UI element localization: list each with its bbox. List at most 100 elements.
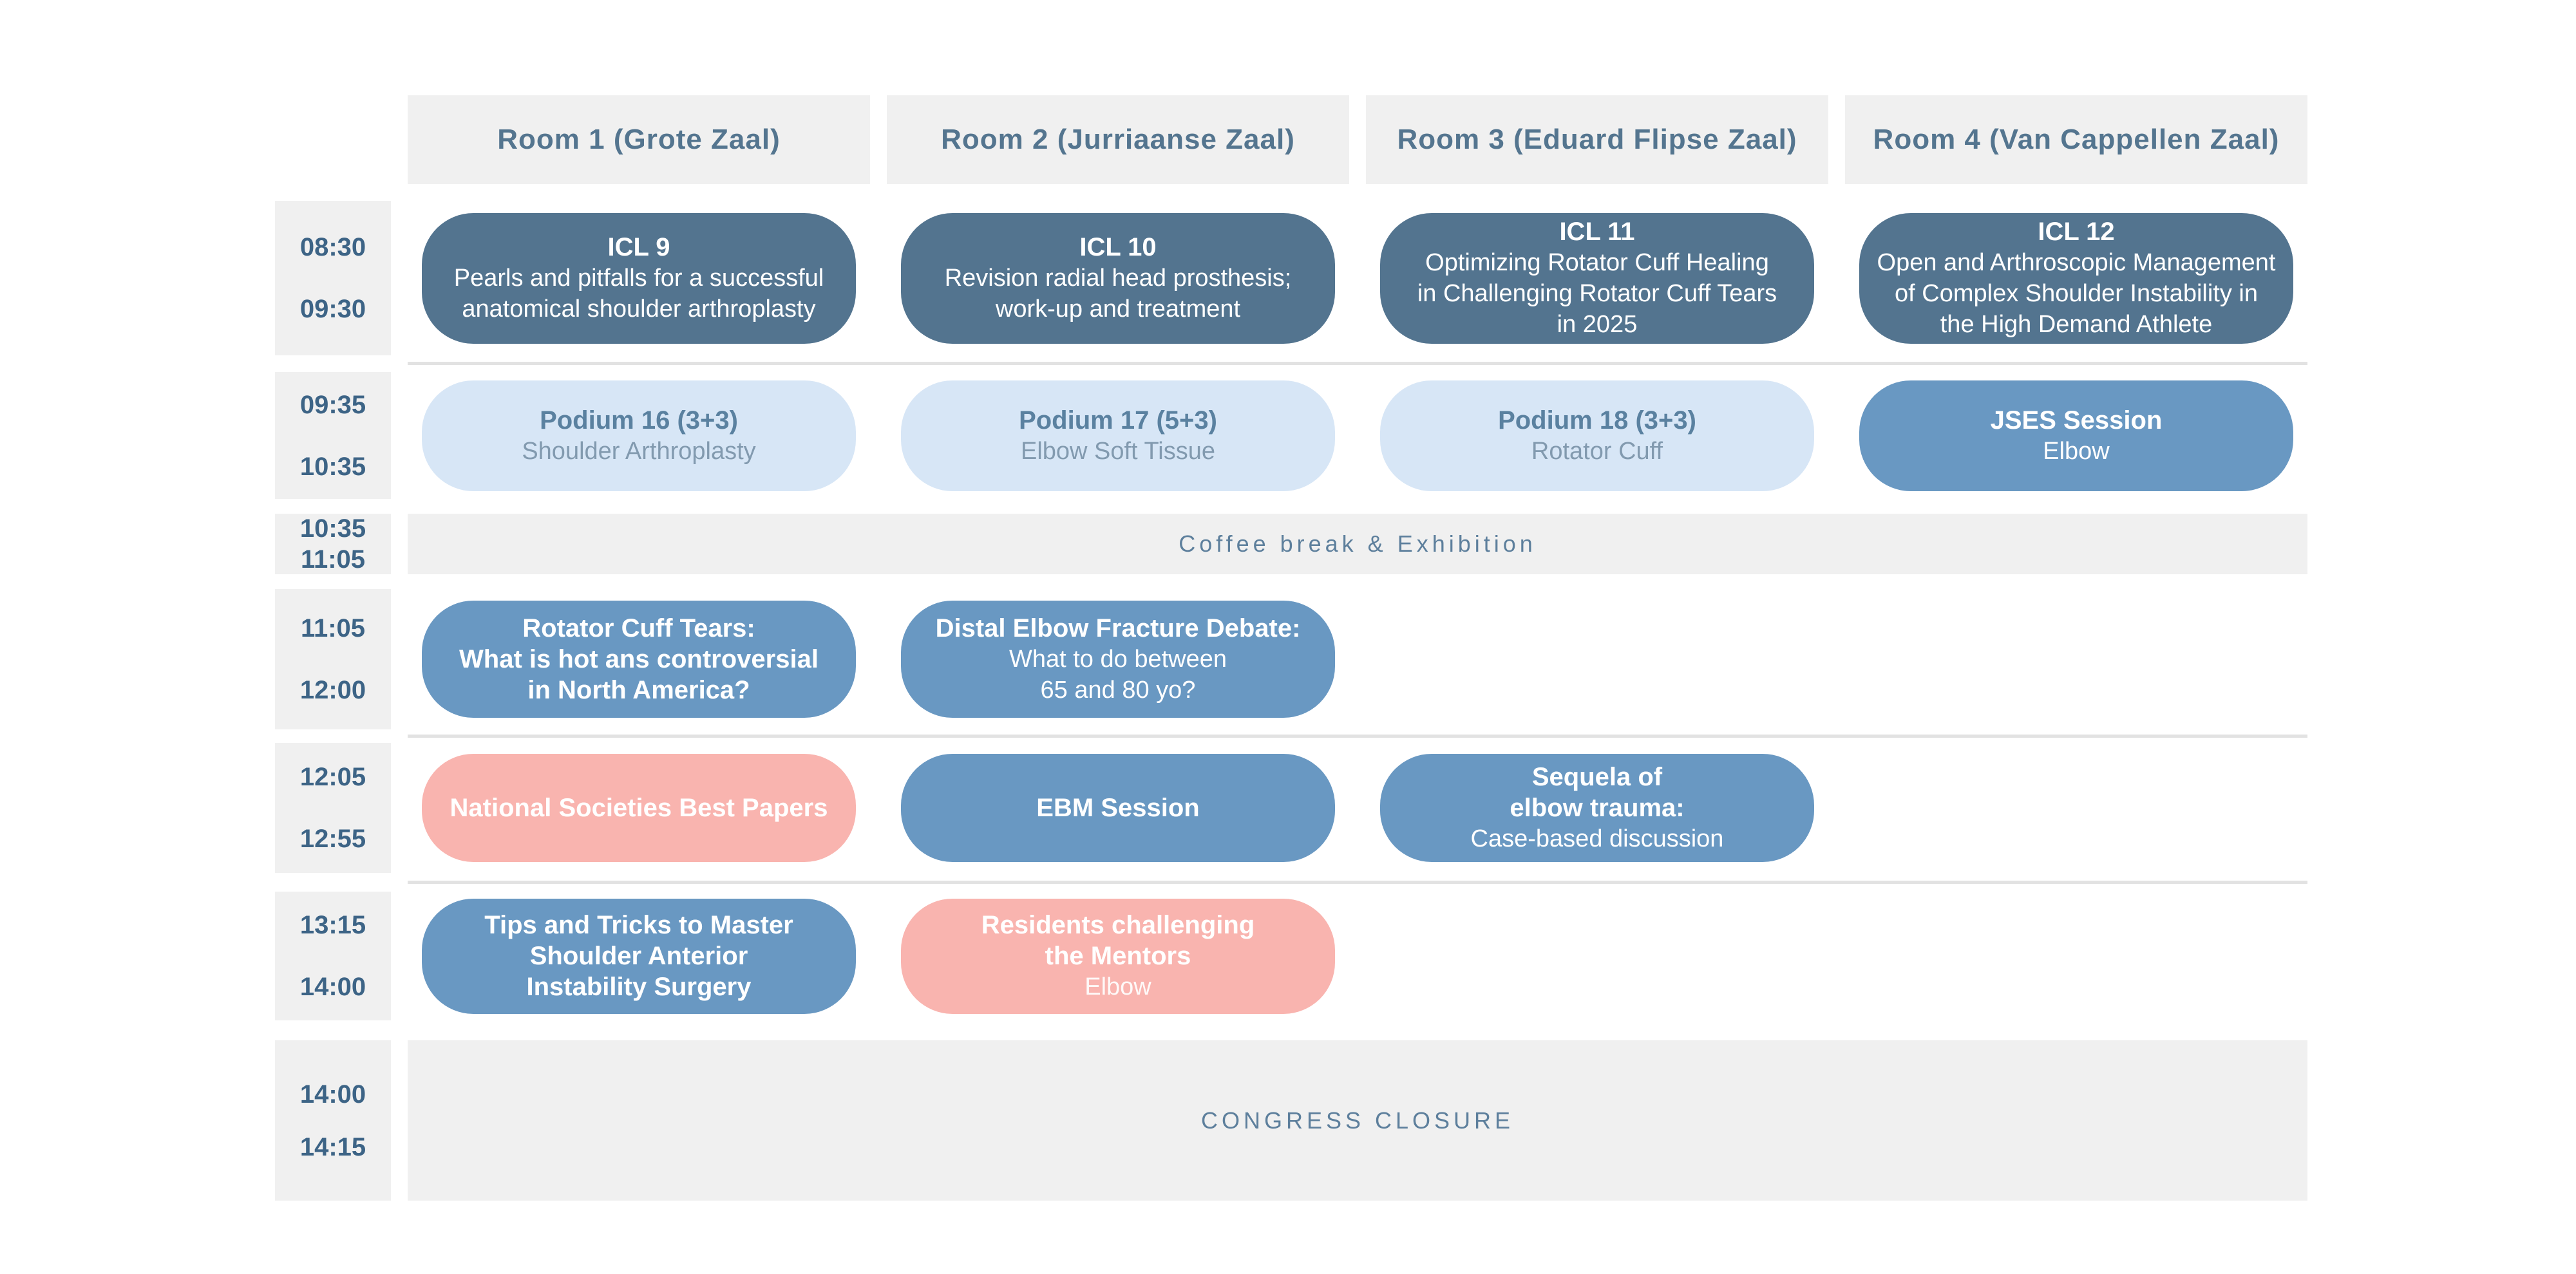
time-slot: 13:15 14:00 <box>275 892 391 1020</box>
session-title-line: the Mentors <box>1045 942 1191 970</box>
time-start-label: 13:15 <box>299 911 366 939</box>
session-title-line: Sequela of <box>1531 763 1663 791</box>
room-header-row: Room 1 (Grote Zaal)Room 2 (Jurriaanse Za… <box>275 95 2307 184</box>
session-body-line: of Complex Shoulder Instability in <box>1895 280 2258 307</box>
schedule-grid: Room 1 (Grote Zaal)Room 2 (Jurriaanse Za… <box>275 95 2307 1201</box>
session-title-line: JSES Session <box>1990 406 2163 435</box>
session-title-line: Residents challenging <box>981 911 1255 939</box>
session-body-line: 65 and 80 yo? <box>1040 677 1196 704</box>
session-body-line: the High Demand Athlete <box>1940 311 2213 338</box>
schedule-cell: Distal Elbow Fracture Debate: What to do … <box>887 589 1349 729</box>
session-body-line: Rotator Cuff <box>1531 437 1663 465</box>
schedule-cell: National Societies Best Papers <box>408 743 870 873</box>
schedule-cell <box>1366 589 1828 729</box>
time-slot: 12:05 12:55 <box>275 743 391 873</box>
session-card-sequela-of: Sequela of elbow trauma: Case-based discus… <box>1380 754 1814 862</box>
session-card-podium-18-3-3: Podium 18 (3+3)Rotator Cuff <box>1380 380 1814 491</box>
time-start-label: 09:35 <box>299 390 366 419</box>
time-start-label: 10:35 <box>299 514 366 543</box>
row-divider <box>408 881 2307 884</box>
session-title-line: Tips and Tricks to Master <box>484 911 793 939</box>
coffee-break-exhibition-banner: Coffee break & Exhibition <box>408 514 2307 574</box>
room-header-3: Room 3 (Eduard Flipse Zaal) <box>1366 95 1828 184</box>
schedule-cell <box>1845 743 2307 873</box>
session-title-line: EBM Session <box>1036 794 1200 822</box>
session-card-icl-9: ICL 9 Pearls and pitfalls for a successfu… <box>422 212 856 344</box>
row-0935-1035: 09:35 10:35 Podium 16 (3+3)Shoulder Arthro… <box>275 372 2307 499</box>
session-title-line: ICL 9 <box>607 233 670 261</box>
session-card-podium-16-3-3: Podium 16 (3+3)Shoulder Arthroplasty <box>422 380 856 491</box>
session-title-line: Shoulder Anterior <box>529 942 748 970</box>
session-title-line: Podium 18 (3+3) <box>1498 406 1696 435</box>
session-body-line: in 2025 <box>1557 311 1638 338</box>
row-divider <box>408 362 2307 365</box>
time-start-label: 08:30 <box>299 233 366 261</box>
session-card-rotator-cuff-tears: Rotator Cuff Tears: What is hot ans contr… <box>422 601 856 718</box>
time-end-label: 12:00 <box>299 676 366 704</box>
session-card-icl-11: ICL 11 Optimizing Rotator Cuff Healing in … <box>1380 212 1814 344</box>
session-body-line: work-up and treatment <box>995 295 1241 323</box>
session-body-line: anatomical shoulder arthroplasty <box>462 295 816 323</box>
time-slot: 09:35 10:35 <box>275 372 391 499</box>
schedule-cell: Podium 16 (3+3)Shoulder Arthroplasty <box>408 372 870 499</box>
schedule-cell: Sequela of elbow trauma: Case-based discus… <box>1366 743 1828 873</box>
session-card-distal-elbow-fracture-debate: Distal Elbow Fracture Debate: What to do … <box>901 601 1335 718</box>
session-title-line: Distal Elbow Fracture Debate: <box>935 614 1301 642</box>
time-end-label: 10:35 <box>299 452 366 481</box>
congress-closure-banner: CONGRESS CLOSURE <box>408 1040 2307 1201</box>
room-header-1: Room 1 (Grote Zaal) <box>408 95 870 184</box>
session-title-line: ICL 10 <box>1079 233 1157 261</box>
session-body-line: Elbow Soft Tissue <box>1020 437 1216 465</box>
session-title-line: Podium 16 (3+3) <box>540 406 738 435</box>
schedule-cell: Podium 18 (3+3)Rotator Cuff <box>1366 372 1828 499</box>
session-body-line: Shoulder Arthroplasty <box>522 437 756 465</box>
row-1105-1200: 11:05 12:00 Rotator Cuff Tears: What is hot… <box>275 589 2307 729</box>
session-card-national-societies-best-papers: National Societies Best Papers <box>422 754 856 862</box>
room-header-4: Room 4 (Van Cappellen Zaal) <box>1845 95 2307 184</box>
header-corner-spacer <box>275 95 391 184</box>
session-title-line: Instability Surgery <box>526 973 752 1001</box>
time-end-label: 11:05 <box>300 545 366 574</box>
schedule-cell: Rotator Cuff Tears: What is hot ans contr… <box>408 589 870 729</box>
session-card-podium-17-5-3: Podium 17 (5+3)Elbow Soft Tissue <box>901 380 1335 491</box>
time-end-label: 14:00 <box>299 973 366 1001</box>
time-start-label: 11:05 <box>300 614 366 642</box>
time-end-label: 12:55 <box>299 825 366 853</box>
row-1205-1255: 12:05 12:55 National Societies Best Papers… <box>275 743 2307 873</box>
time-start-label: 12:05 <box>299 763 366 791</box>
row-divider <box>408 735 2307 738</box>
session-title-line: What is hot ans controversial <box>459 645 819 673</box>
time-end-label: 14:15 <box>299 1132 366 1161</box>
session-body-line: Optimizing Rotator Cuff Healing <box>1425 249 1769 276</box>
session-title-line: elbow trauma: <box>1510 794 1685 822</box>
schedule-cell: Podium 17 (5+3)Elbow Soft Tissue <box>887 372 1349 499</box>
schedule-cell: ICL 9 Pearls and pitfalls for a successfu… <box>408 201 870 355</box>
schedule-cell <box>1845 892 2307 1020</box>
session-title-line: ICL 11 <box>1559 218 1635 246</box>
session-body-line: Case-based discussion <box>1470 825 1724 852</box>
session-body-line: What to do between <box>1009 646 1227 673</box>
session-title-line: Rotator Cuff Tears: <box>522 614 755 642</box>
session-body-line: Pearls and pitfalls for a successful <box>453 265 824 292</box>
session-title-line: National Societies Best Papers <box>450 794 828 822</box>
session-body-line: Open and Arthroscopic Management <box>1877 249 2276 276</box>
schedule-cell <box>1366 892 1828 1020</box>
room-header-2: Room 2 (Jurriaanse Zaal) <box>887 95 1349 184</box>
